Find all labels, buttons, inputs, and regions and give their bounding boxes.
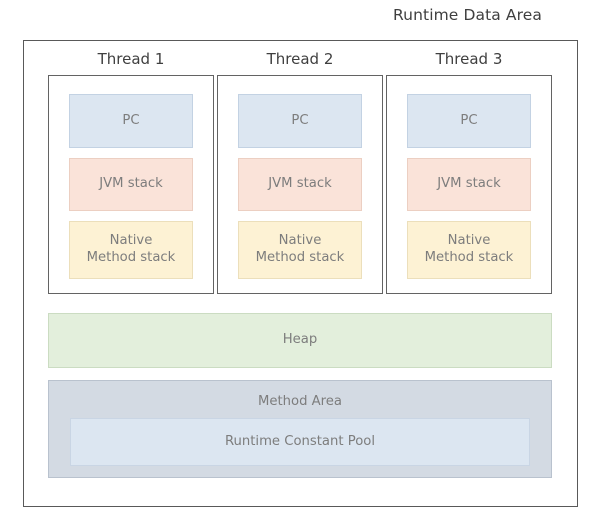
thread-2-jvm-stack: JVM stack [238,158,362,211]
runtime-constant-pool-region: Runtime Constant Pool [70,418,530,466]
thread-3-box: PC JVM stack Native Method stack [386,75,552,294]
thread-2-box: PC JVM stack Native Method stack [217,75,383,294]
thread-2-native-method-stack: Native Method stack [238,221,362,279]
thread-2-pc-register: PC [238,94,362,148]
thread-2-label: Thread 2 [266,50,334,68]
heap-region: Heap [48,313,552,368]
thread-3-jvm-stack: JVM stack [407,158,531,211]
thread-3-native-method-stack: Native Method stack [407,221,531,279]
thread-1-jvm-stack: JVM stack [69,158,193,211]
thread-1-box: PC JVM stack Native Method stack [48,75,214,294]
thread-3-pc-register: PC [407,94,531,148]
thread-1-label: Thread 1 [97,50,165,68]
thread-1-pc-register: PC [69,94,193,148]
thread-1-native-method-stack: Native Method stack [69,221,193,279]
diagram-title: Runtime Data Area [393,6,542,24]
thread-3-label: Thread 3 [435,50,503,68]
